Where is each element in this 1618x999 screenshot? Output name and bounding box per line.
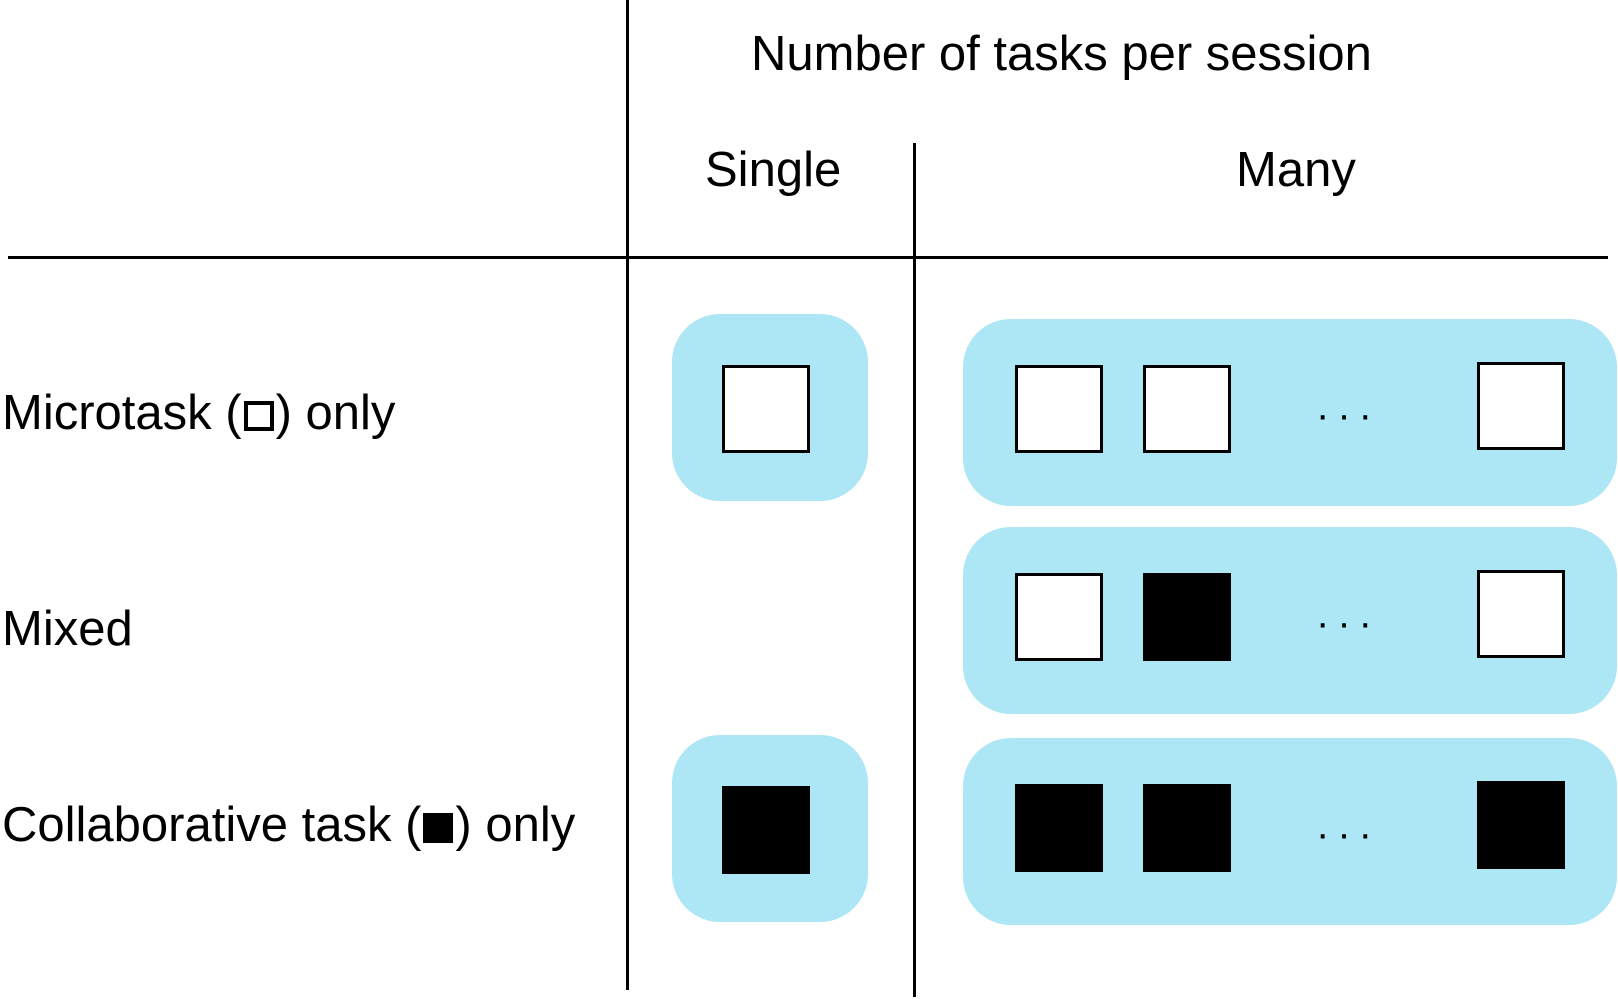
single-many-column-divider xyxy=(913,143,916,997)
session-many-mixed: ··· xyxy=(963,527,1617,714)
collaborative-task-square xyxy=(1143,573,1231,661)
column-header-many: Many xyxy=(1236,143,1356,197)
collaborative-task-square xyxy=(1143,784,1231,872)
row-label-mixed: Mixed xyxy=(2,605,133,654)
session-single-microtask xyxy=(672,314,868,501)
microtask-square xyxy=(722,365,810,453)
session-single-collaborative xyxy=(672,735,868,922)
row-label-text-end: ) only xyxy=(455,798,576,852)
ellipsis: ··· xyxy=(1316,812,1380,856)
row-label-text-start: Microtask ( xyxy=(2,386,242,440)
open-square-icon xyxy=(243,401,274,431)
collaborative-task-square xyxy=(722,786,810,874)
row-label-microtask-only: Microtask ( ) only xyxy=(2,389,395,438)
row-label-text-end: ) only xyxy=(275,386,396,440)
microtask-square xyxy=(1015,365,1103,453)
row-label-column-divider xyxy=(626,0,629,990)
filled-square-icon xyxy=(423,813,454,843)
session-many-microtask: ··· xyxy=(963,319,1617,506)
column-header-single: Single xyxy=(705,143,842,197)
ellipsis: ··· xyxy=(1316,393,1380,437)
header-divider xyxy=(8,256,1608,259)
microtask-square xyxy=(1143,365,1231,453)
row-label-collaborative-only: Collaborative task ( ) only xyxy=(2,801,575,850)
session-many-collaborative: ··· xyxy=(963,738,1617,925)
row-label-text-start: Collaborative task ( xyxy=(2,798,422,852)
microtask-square xyxy=(1477,362,1565,450)
microtask-square xyxy=(1477,570,1565,658)
ellipsis: ··· xyxy=(1316,601,1380,645)
row-label-text: Mixed xyxy=(2,602,133,656)
microtask-square xyxy=(1015,573,1103,661)
collaborative-task-square xyxy=(1015,784,1103,872)
collaborative-task-square xyxy=(1477,781,1565,869)
column-group-title: Number of tasks per session xyxy=(751,27,1372,81)
